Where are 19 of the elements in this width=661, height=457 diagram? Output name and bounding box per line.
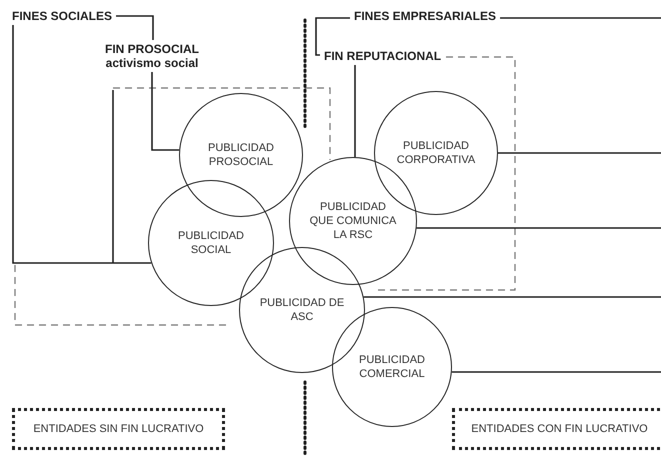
dotted-box: ENTIDADES SIN FIN LUCRATIVO	[12, 408, 225, 450]
heading-label: FIN PROSOCIAL	[104, 42, 200, 56]
subheading-label: activismo social	[104, 56, 200, 70]
heading-label: FINES EMPRESARIALES	[352, 9, 498, 23]
connector-line	[500, 17, 661, 19]
connector-line	[12, 25, 152, 264]
connector-line	[354, 65, 356, 158]
connector-line	[364, 296, 661, 298]
heading-label: FINES SOCIALES	[10, 9, 114, 23]
connector-line	[116, 15, 154, 40]
heading-label: FIN REPUTACIONAL	[322, 49, 444, 63]
circle-node: PUBLICIDAD PROSOCIAL	[179, 93, 303, 217]
connector-line	[452, 371, 661, 373]
circle-node: PUBLICIDAD COMERCIAL	[332, 307, 452, 427]
dotted-box: ENTIDADES CON FIN LUCRATIVO	[452, 408, 661, 450]
connector-line	[151, 72, 180, 151]
connector-line	[498, 152, 661, 154]
connector-line	[416, 227, 661, 229]
connector-line	[315, 17, 350, 56]
